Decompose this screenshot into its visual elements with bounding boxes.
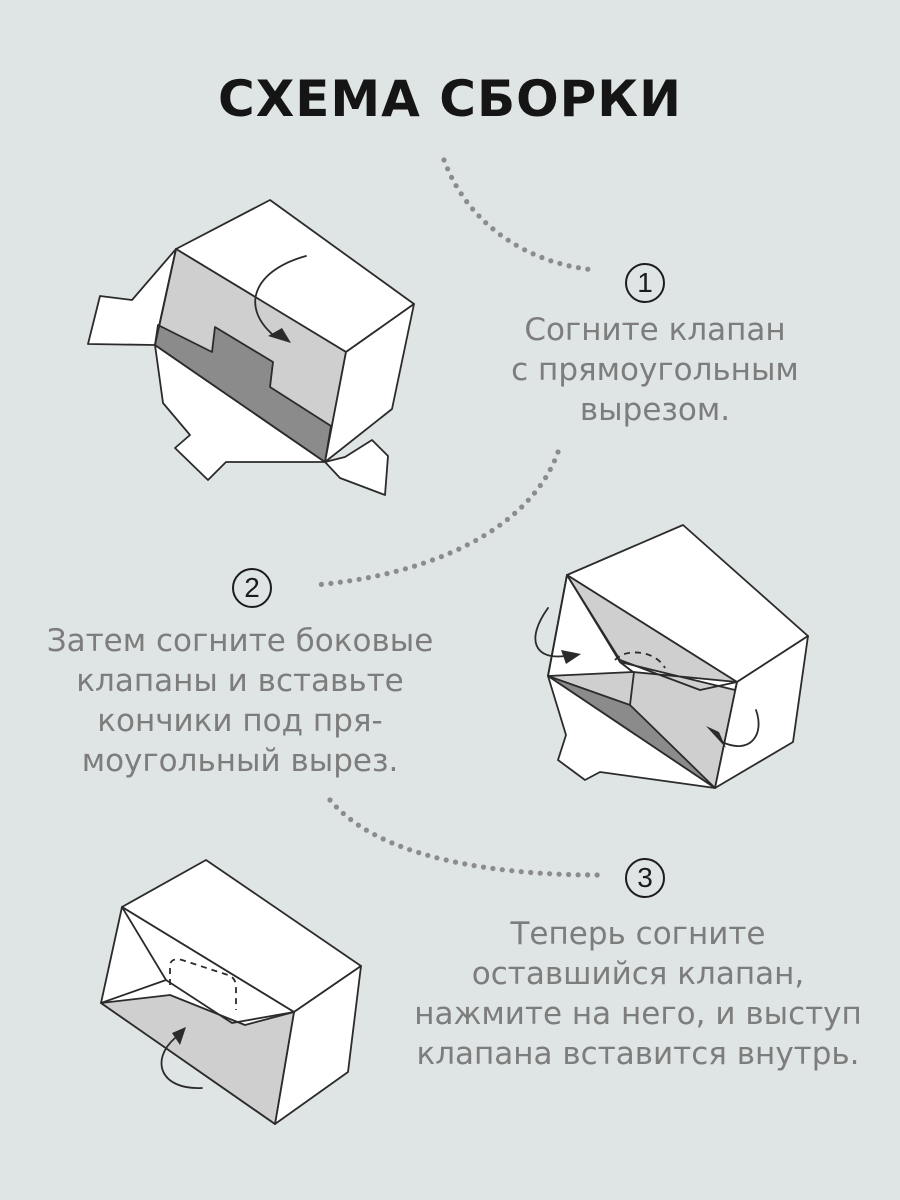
dotted-path-dot (505, 237, 511, 243)
dotted-path-dot (464, 199, 470, 205)
dotted-path-dot (548, 258, 554, 264)
dotted-path-dot (575, 872, 581, 878)
dotted-path-dot (513, 242, 519, 248)
dotted-path-dot (537, 870, 543, 876)
dotted-path-dot (347, 578, 353, 584)
dotted-path-dot (434, 855, 440, 861)
step-1-number: 1 (625, 263, 665, 303)
dotted-path-dot (531, 490, 538, 496)
dotted-path-dot (443, 857, 449, 863)
dotted-path-dot (384, 571, 390, 577)
step-3-text: Теперь согните оставшийся клапан, нажмит… (414, 916, 862, 1072)
dotted-path-dot (519, 504, 525, 510)
dotted-path-dot (411, 563, 418, 569)
dotted-path-dot (509, 868, 515, 874)
step-3-number: 3 (625, 858, 665, 898)
dotted-path-dot (594, 872, 600, 878)
dotted-path-dot (375, 573, 381, 579)
step-1-text: Согните клапан с прямоугольным вырезом. (511, 312, 799, 428)
dotted-path-dot (453, 183, 459, 189)
dotted-path-dot (525, 497, 531, 503)
dotted-path-dot (340, 810, 346, 817)
dotted-path-dot (441, 157, 447, 163)
dotted-path-dot (512, 510, 518, 516)
step-2-number: 2 (232, 568, 272, 608)
dotted-path-dot (556, 871, 562, 877)
dotted-path-dot (447, 550, 453, 556)
dotted-path (318, 157, 600, 878)
dotted-path-dot (566, 871, 572, 878)
dotted-path-dot (407, 847, 413, 853)
dotted-path-dot (497, 522, 503, 528)
box-step-2-diagram (534, 524, 809, 789)
dotted-path-dot (356, 576, 362, 582)
dotted-path-dot (355, 822, 361, 828)
dotted-path-dot (464, 542, 470, 548)
dotted-path-dot (483, 220, 489, 226)
dotted-path-dot (425, 852, 431, 858)
dotted-path-dot (337, 579, 343, 585)
dotted-path-dot (547, 466, 553, 472)
dotted-path-dot (471, 863, 477, 869)
dotted-path-dot (543, 475, 549, 481)
page-title: СХЕМА СБОРКИ (218, 70, 682, 128)
dotted-path-dot (380, 836, 386, 842)
dotted-path-dot (585, 266, 591, 272)
dotted-path-dot (470, 206, 476, 212)
dotted-path-dot (449, 174, 455, 180)
dotted-path-dot (476, 213, 482, 219)
dotted-path-dot (327, 797, 333, 803)
dotted-path-dot (438, 554, 444, 560)
dotted-path-dot (539, 254, 545, 261)
dotted-path-dot (363, 827, 369, 833)
dotted-path-dot (456, 546, 462, 552)
dotted-path-dot (585, 872, 591, 878)
step-2-text: Затем согните боковые клапаны и вставьте… (46, 623, 434, 779)
dotted-path-dot (522, 247, 528, 253)
dotted-path-dot (575, 265, 582, 271)
box-step-3-diagram (100, 859, 362, 1125)
dotted-path-dot (452, 859, 459, 865)
dotted-path-dot (328, 580, 334, 587)
dotted-path-dot (365, 575, 371, 581)
dotted-path-dot (499, 867, 505, 873)
dotted-path-dot (420, 560, 427, 566)
dotted-path-dot (530, 251, 536, 257)
dotted-path-dot (504, 516, 510, 523)
dotted-path-dot (393, 568, 399, 574)
dotted-path-dot (547, 871, 553, 877)
dotted-path-dot (490, 865, 496, 872)
dotted-path-dot (557, 260, 563, 267)
dotted-path-dot (416, 850, 422, 856)
dotted-path-dot (402, 566, 408, 572)
dotted-path-dot (555, 449, 561, 455)
dotted-path-dot (497, 232, 503, 238)
dotted-path-dot (473, 537, 479, 544)
dotted-path-dot (537, 482, 543, 489)
dotted-path-dot (489, 528, 495, 534)
dotted-path-dot (318, 581, 324, 588)
dotted-path-dot (372, 832, 378, 838)
dotted-path-dot (528, 869, 534, 876)
box-step-1-diagram (87, 199, 415, 496)
dotted-path-dot (480, 864, 487, 870)
dotted-path-dot (566, 263, 572, 269)
dotted-path-dot (458, 191, 464, 197)
dotted-path-dot (429, 557, 436, 563)
dotted-path-dot (398, 843, 404, 850)
dotted-path-dot (348, 816, 354, 823)
dotted-path-dot (490, 226, 496, 232)
dotted-path-dot (389, 840, 395, 846)
dotted-path-dot (518, 869, 524, 875)
dotted-path-dot (333, 804, 339, 810)
dotted-path-dot (462, 861, 468, 867)
dotted-path-dot (551, 458, 558, 464)
dotted-path-dot (445, 166, 451, 172)
dotted-path-dot (481, 533, 487, 539)
